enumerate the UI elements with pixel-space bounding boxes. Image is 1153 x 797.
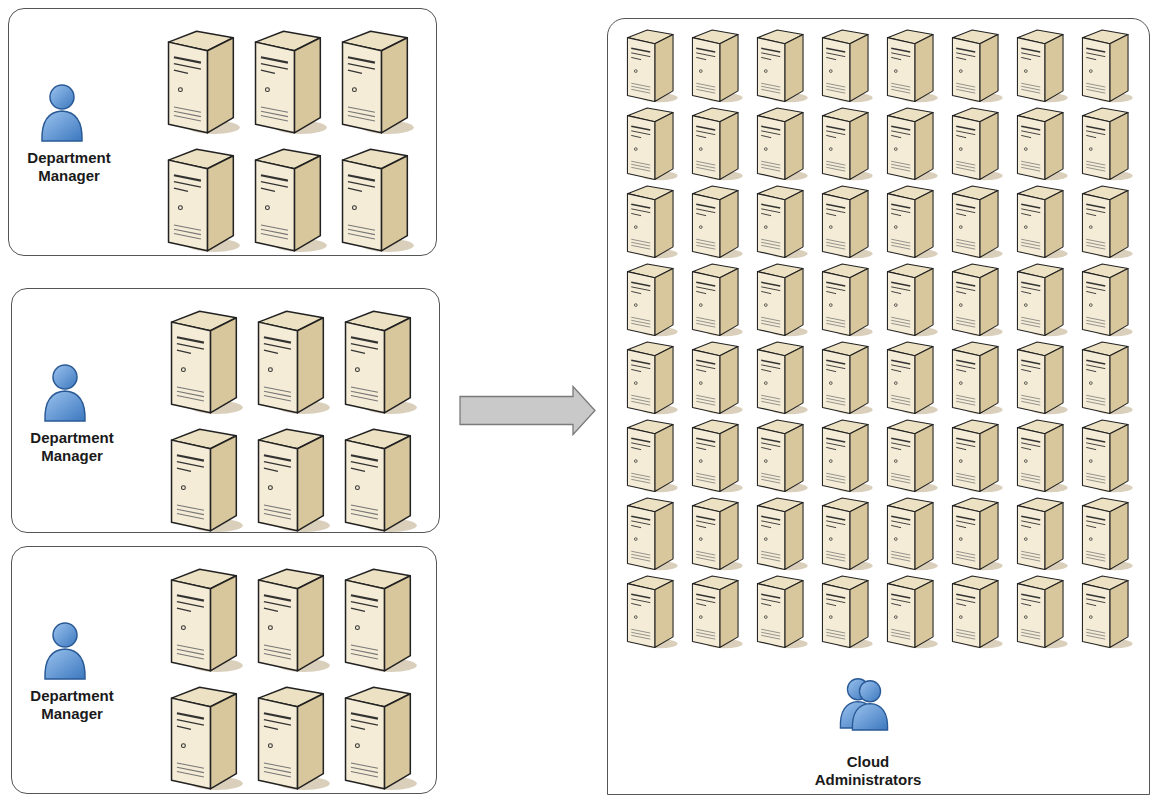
server-icon xyxy=(172,687,243,790)
person-icon xyxy=(45,623,85,679)
server-icon xyxy=(172,311,243,414)
server-icon xyxy=(259,429,330,532)
cloud-region: Cloud Administrators xyxy=(607,18,1150,795)
server-icon xyxy=(757,342,807,414)
server-icon xyxy=(887,342,937,414)
server-icon xyxy=(346,569,417,672)
server-icon xyxy=(172,429,243,532)
server-icon xyxy=(1082,342,1132,414)
manager-label: Department Manager xyxy=(13,149,125,185)
server-icon xyxy=(822,576,872,648)
block-arrow xyxy=(460,387,595,435)
server-illustration xyxy=(12,547,436,793)
server-icon xyxy=(1017,342,1067,414)
department-box: Department Manager xyxy=(11,288,440,533)
server-icon xyxy=(822,342,872,414)
server-icon xyxy=(1082,186,1132,258)
server-icon xyxy=(887,108,937,180)
server-icon xyxy=(887,576,937,648)
server-icon xyxy=(1017,576,1067,648)
server-icon xyxy=(887,264,937,336)
server-icon xyxy=(627,420,677,492)
server-icon xyxy=(952,264,1002,336)
server-icon xyxy=(952,420,1002,492)
server-icon xyxy=(757,30,807,102)
server-icon xyxy=(343,31,414,134)
server-icon xyxy=(627,30,677,102)
server-icon xyxy=(692,576,742,648)
server-icon xyxy=(1082,498,1132,570)
server-icon xyxy=(259,311,330,414)
server-icon xyxy=(1017,30,1067,102)
department-box: Department Manager xyxy=(11,546,437,794)
server-icon xyxy=(692,342,742,414)
server-icon xyxy=(822,498,872,570)
server-icon xyxy=(1017,420,1067,492)
server-icon xyxy=(1082,264,1132,336)
person-icon xyxy=(852,681,887,730)
server-icon xyxy=(346,429,417,532)
server-illustration xyxy=(608,19,1149,794)
server-icon xyxy=(627,576,677,648)
server-icon xyxy=(822,186,872,258)
server-icon xyxy=(952,108,1002,180)
server-icon xyxy=(256,31,327,134)
server-icon xyxy=(822,264,872,336)
server-icon xyxy=(757,576,807,648)
server-icon xyxy=(627,264,677,336)
manager-label: Department Manager xyxy=(16,429,128,465)
server-icon xyxy=(692,108,742,180)
server-icon xyxy=(692,420,742,492)
server-icon xyxy=(952,576,1002,648)
role-label: Cloud Administrators xyxy=(798,753,938,789)
server-icon xyxy=(757,420,807,492)
server-icon xyxy=(1082,420,1132,492)
server-icon xyxy=(1082,108,1132,180)
server-icon xyxy=(887,420,937,492)
server-icon xyxy=(259,687,330,790)
server-icon xyxy=(1017,108,1067,180)
person-icon xyxy=(45,365,85,421)
server-icon xyxy=(822,108,872,180)
server-icon xyxy=(1017,186,1067,258)
server-icon xyxy=(627,108,677,180)
server-icon xyxy=(887,186,937,258)
server-icon xyxy=(343,149,414,252)
server-icon xyxy=(169,31,240,134)
server-icon xyxy=(822,420,872,492)
server-icon xyxy=(887,498,937,570)
server-icon xyxy=(887,30,937,102)
server-illustration xyxy=(9,9,436,255)
server-icon xyxy=(627,186,677,258)
person-icon xyxy=(42,85,82,141)
server-icon xyxy=(256,149,327,252)
manager-label: Department Manager xyxy=(16,687,128,723)
server-icon xyxy=(346,687,417,790)
server-icon xyxy=(1017,498,1067,570)
server-icon xyxy=(692,186,742,258)
server-icon xyxy=(692,30,742,102)
server-icon xyxy=(757,108,807,180)
server-icon xyxy=(952,498,1002,570)
server-icon xyxy=(757,186,807,258)
server-icon xyxy=(692,498,742,570)
server-icon xyxy=(1082,576,1132,648)
server-icon xyxy=(952,30,1002,102)
server-icon xyxy=(627,342,677,414)
server-icon xyxy=(822,30,872,102)
server-icon xyxy=(692,264,742,336)
department-box: Department Manager xyxy=(8,8,437,256)
server-icon xyxy=(1082,30,1132,102)
server-icon xyxy=(172,569,243,672)
server-icon xyxy=(757,498,807,570)
server-icon xyxy=(952,186,1002,258)
server-icon xyxy=(259,569,330,672)
server-icon xyxy=(346,311,417,414)
server-icon xyxy=(627,498,677,570)
server-icon xyxy=(757,264,807,336)
server-icon xyxy=(1017,264,1067,336)
server-icon xyxy=(169,149,240,252)
server-illustration xyxy=(12,289,439,532)
server-icon xyxy=(952,342,1002,414)
